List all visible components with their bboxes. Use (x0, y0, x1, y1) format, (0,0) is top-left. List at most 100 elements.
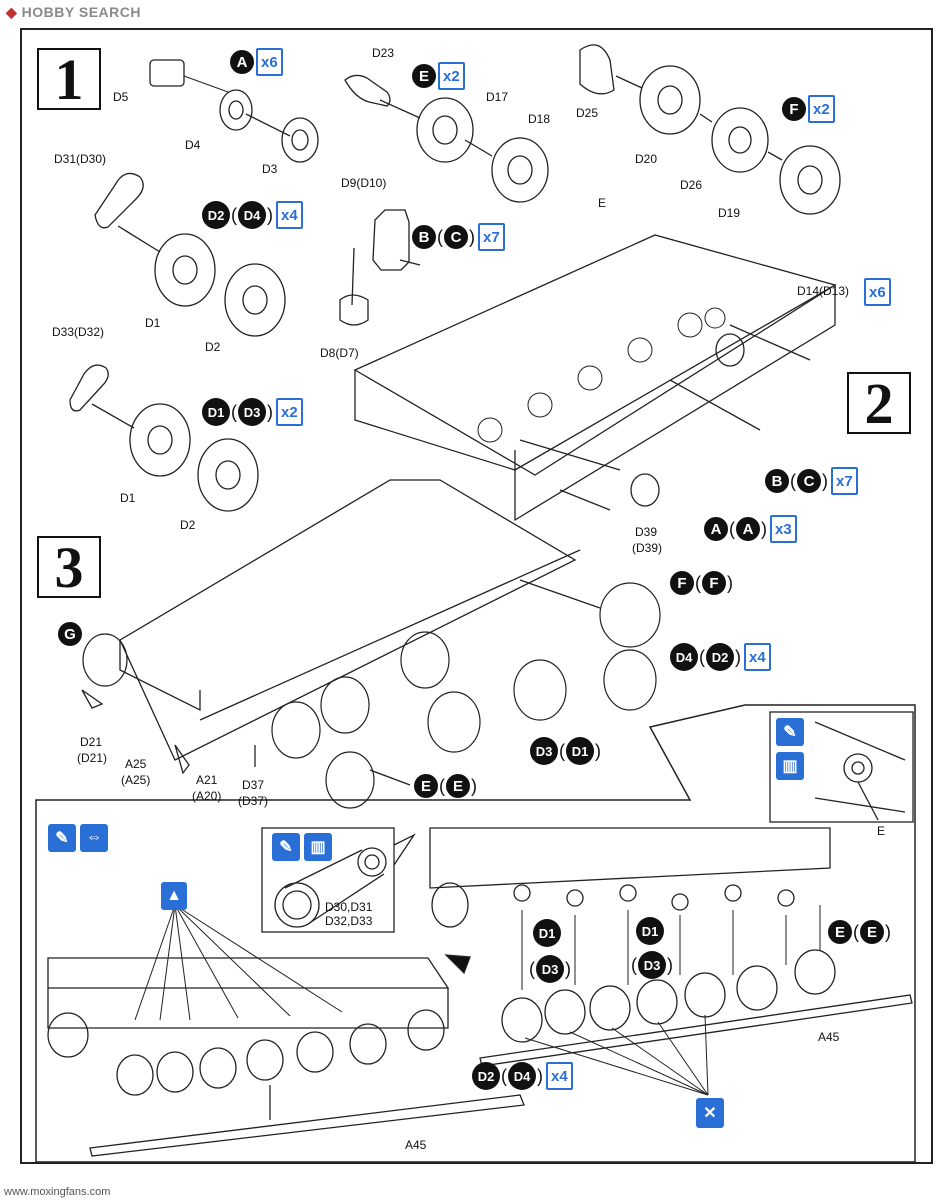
callout-d3: ( D3 ) (528, 955, 572, 983)
inset-part-label: E (877, 824, 886, 838)
paren: ) (727, 572, 733, 593)
part-label: D19 (718, 206, 741, 220)
paren: ) (471, 775, 477, 796)
part-label: A25 (125, 757, 147, 771)
glue-bottle-icon: ▲ (161, 882, 187, 910)
part-label: D8(D7) (320, 346, 359, 360)
step-number-box: 1 (37, 46, 101, 112)
part-label: D31(D30) (54, 152, 107, 166)
paren: ( (790, 470, 796, 491)
roadwheel-upper-art (94, 172, 286, 337)
part-label: D2 (205, 340, 221, 354)
part-label: (D21) (77, 751, 108, 765)
part-badge: E (414, 774, 438, 798)
part-badge: B (412, 225, 436, 249)
callout-d3: ( D3 ) (630, 951, 674, 979)
suspension-arm-art (339, 209, 421, 326)
part-label: A45 (405, 1138, 427, 1152)
paren: ( (695, 572, 701, 593)
part-badge: D2 (472, 1062, 500, 1090)
paren: ( (729, 518, 735, 539)
striped-paint-icon: ▥ (776, 752, 804, 780)
paren: ) (267, 204, 273, 225)
site-logo[interactable]: ◆ HOBBY SEARCH (6, 4, 141, 21)
roadwheel-lower-art (69, 364, 259, 512)
paren: ( (231, 204, 237, 225)
callout-d1: D1 (533, 919, 561, 947)
paren: ( (529, 958, 535, 979)
paren: ) (735, 646, 741, 667)
part-badge: D4 (508, 1062, 536, 1090)
hull-detail-left-art (47, 904, 525, 1157)
part-label: D17 (486, 90, 509, 104)
step-number: 3 (54, 534, 84, 600)
part-label: D26 (680, 178, 703, 192)
part-badge: F (782, 97, 806, 121)
part-badge: E (446, 774, 470, 798)
site-brand: HOBBY SEARCH (21, 4, 141, 20)
paren: ) (565, 958, 571, 979)
detail-paint-icons: ✎ ⇔ (48, 824, 108, 852)
part-badge: D3 (530, 737, 558, 765)
part-label: D5 (113, 90, 129, 104)
paren: ( (699, 646, 705, 667)
paren: ( (437, 226, 443, 247)
part-label: D18 (528, 112, 551, 126)
paren: ( (231, 401, 237, 422)
step-number-box: 3 (37, 534, 101, 600)
part-badge: A (230, 50, 254, 74)
part-badge: D3 (536, 955, 564, 983)
part-label: (A25) (121, 773, 151, 787)
part-badge: F (702, 571, 726, 595)
part-badge: C (444, 225, 468, 249)
paren: ) (595, 740, 601, 761)
callout-f-x2: F x2 (782, 95, 835, 123)
paren: ( (559, 740, 565, 761)
quantity-box: x4 (546, 1062, 573, 1090)
part-label: D25 (576, 106, 599, 120)
part-label: D14(D13) (797, 284, 850, 298)
paren: ) (469, 226, 475, 247)
callout-d1-d3-x2: D1 ( D3 ) x2 (202, 398, 303, 426)
paren: ( (853, 921, 859, 942)
part-badge: D3 (638, 951, 666, 979)
part-label: A45 (818, 1030, 840, 1044)
callout-b-c-x7: B ( C ) x7 (765, 467, 858, 495)
part-badge: E (828, 920, 852, 944)
callout-d1: D1 (636, 917, 664, 945)
callout-f-f: F ( F ) (670, 571, 734, 595)
step-number: 2 (864, 370, 894, 436)
part-label: (D39) (632, 541, 663, 555)
part-label: D9(D10) (341, 176, 387, 190)
paintbrush-icon: ✎ (776, 718, 804, 746)
part-label: D33(D32) (52, 325, 105, 339)
quantity-box: x3 (770, 515, 797, 543)
part-label: D21 (80, 735, 103, 749)
paren: ) (267, 401, 273, 422)
quantity-box: x6 (256, 48, 283, 76)
step-number: 1 (54, 46, 84, 112)
quantity-box: x2 (808, 95, 835, 123)
callout-b-c-x7: B ( C ) x7 (412, 223, 505, 251)
paint-inset-icons: ✎ ▥ (272, 833, 332, 861)
callout-e-e: E ( E ) (828, 920, 892, 944)
part-badge: D4 (670, 643, 698, 671)
hull-step3-art (81, 479, 661, 809)
part-badge: D1 (566, 737, 594, 765)
part-label: E (598, 196, 607, 210)
part-badge: E (412, 64, 436, 88)
part-badge: F (670, 571, 694, 595)
paren: ) (761, 518, 767, 539)
paren: ) (885, 921, 891, 942)
callout-a-x6: A x6 (230, 48, 283, 76)
part-badge: C (797, 469, 821, 493)
part-label: D1 (145, 316, 161, 330)
quantity-box: x6 (864, 278, 891, 306)
hull-step2-art (353, 234, 837, 522)
part-label: D4 (185, 138, 201, 152)
part-badge: D1 (636, 917, 664, 945)
quantity-box: x7 (478, 223, 505, 251)
quantity-box: x2 (438, 62, 465, 90)
paintbrush-icon: ✎ (48, 824, 76, 852)
